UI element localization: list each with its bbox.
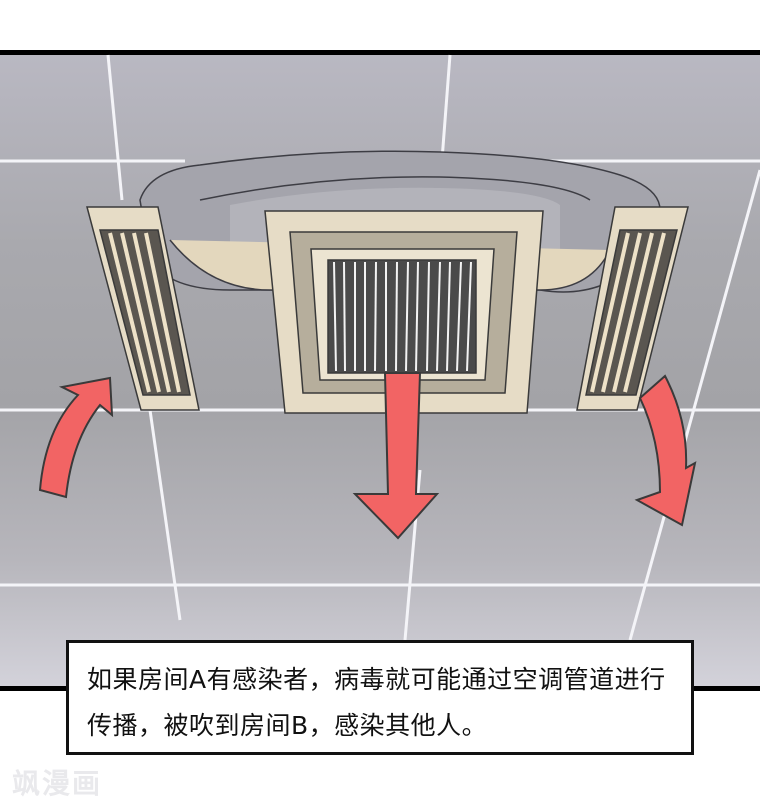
caption-box: 如果房间A有感染者，病毒就可能通过空调管道进行 传播，被吹到房间B，感染其他人。: [66, 640, 694, 755]
ac-center-grille-slats: [333, 261, 472, 372]
intake-arrow-left-icon: [38, 376, 114, 499]
caption-line-2: 传播，被吹到房间B，感染其他人。: [87, 711, 488, 740]
caption-line-1: 如果房间A有感染者，病毒就可能通过空调管道进行: [87, 665, 666, 694]
ac-center-unit: [264, 210, 544, 414]
watermark: 飒漫画: [12, 767, 103, 800]
outflow-arrow-right-icon: [634, 374, 697, 527]
outflow-arrow-center-icon: [352, 372, 440, 540]
ac-right-vent-slats: [590, 232, 666, 393]
ceiling-ac-illustration: [0, 54, 760, 641]
ac-left-vent-slats: [108, 232, 181, 393]
